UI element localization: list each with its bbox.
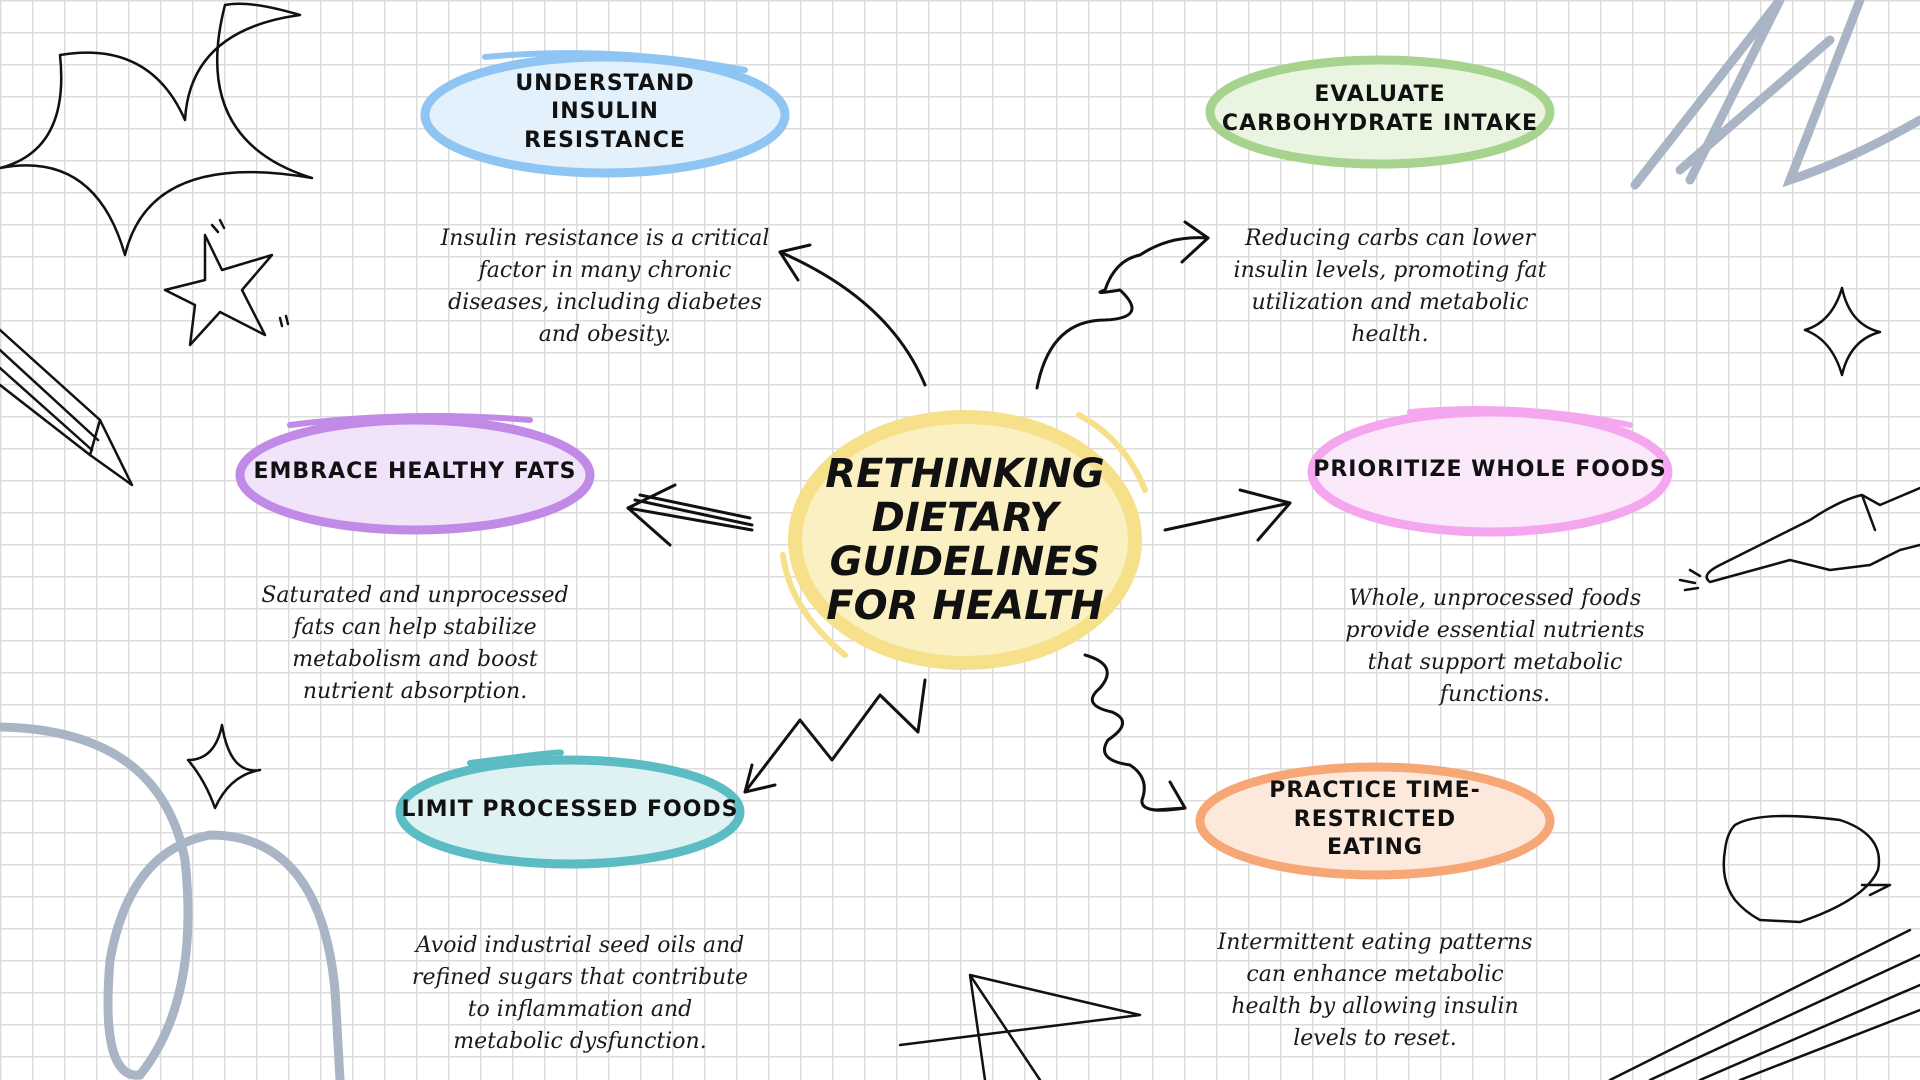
star-icon — [898, 973, 1142, 1080]
pointing-hand-icon — [1678, 486, 1920, 592]
center-ellipse — [780, 410, 1148, 670]
node-evaluate-carbs[interactable]: EVALUATE CARBOHYDRATE INTAKE — [1200, 50, 1560, 170]
node-title: EVALUATE CARBOHYDRATE INTAKE — [1221, 82, 1539, 136]
node-ellipse — [395, 749, 745, 869]
center-title: RETHINKING DIETARY GUIDELINES FOR HEALTH — [825, 451, 1105, 629]
node-ellipse — [420, 50, 790, 178]
node-title: LIMIT PROCESSED FOODS — [401, 796, 739, 822]
node-understand-insulin[interactable]: UNDERSTAND INSULIN RESISTANCE — [415, 45, 795, 180]
desc-prioritize-whole: Whole, unprocessed foods provide essenti… — [1345, 586, 1645, 707]
speech-bubble-icon — [1722, 814, 1892, 924]
arrow-to-processed — [743, 678, 927, 794]
node-ellipse — [235, 413, 595, 535]
desc-limit-processed: Avoid industrial seed oils and refined s… — [411, 933, 749, 1054]
node-title: EMBRACE HEALTHY FATS — [253, 459, 577, 485]
scribble-icon — [0, 722, 345, 1080]
node-limit-processed[interactable]: LIMIT PROCESSED FOODS — [390, 745, 750, 875]
desc-understand-insulin: Insulin resistance is a critical factor … — [440, 226, 770, 347]
arrow-to-fats — [626, 483, 754, 547]
pencil-icon — [0, 328, 134, 487]
scribble-icon — [1630, 0, 1920, 190]
desc-time-restricted: Intermittent eating patterns can enhance… — [1217, 930, 1533, 1051]
desc-evaluate-carbs: Reducing carbs can lower insulin levels,… — [1233, 226, 1547, 347]
arrow-to-carbs — [1035, 220, 1210, 390]
arrow-to-whole — [1163, 488, 1292, 542]
node-ellipse — [1205, 55, 1555, 169]
diamond-sparkle-icon — [186, 723, 262, 810]
node-title: PRIORITIZE WHOLE FOODS — [1313, 456, 1667, 482]
node-ellipse — [1307, 406, 1673, 537]
node-title: UNDERSTAND INSULIN RESISTANCE — [515, 70, 695, 153]
node-prioritize-whole[interactable]: PRIORITIZE WHOLE FOODS — [1300, 400, 1680, 540]
star-icon — [163, 233, 274, 347]
scribble-icon — [1608, 928, 1920, 1080]
diamond-sparkle-icon — [1803, 286, 1882, 377]
node-title: PRACTICE TIME-RESTRICTED EATING — [1269, 778, 1481, 861]
desc-embrace-fats: Saturated and unprocessed fats can help … — [261, 583, 569, 704]
node-time-restricted[interactable]: PRACTICE TIME-RESTRICTED EATING — [1190, 755, 1560, 885]
center-node[interactable]: RETHINKING DIETARY GUIDELINES FOR HEALTH — [775, 405, 1155, 675]
node-embrace-fats[interactable]: EMBRACE HEALTHY FATS — [230, 405, 600, 540]
arrow-to-insulin — [778, 243, 927, 387]
sparkle-icon — [0, 2, 314, 257]
node-ellipse — [1195, 762, 1555, 880]
arrow-to-fasting — [1083, 653, 1187, 812]
